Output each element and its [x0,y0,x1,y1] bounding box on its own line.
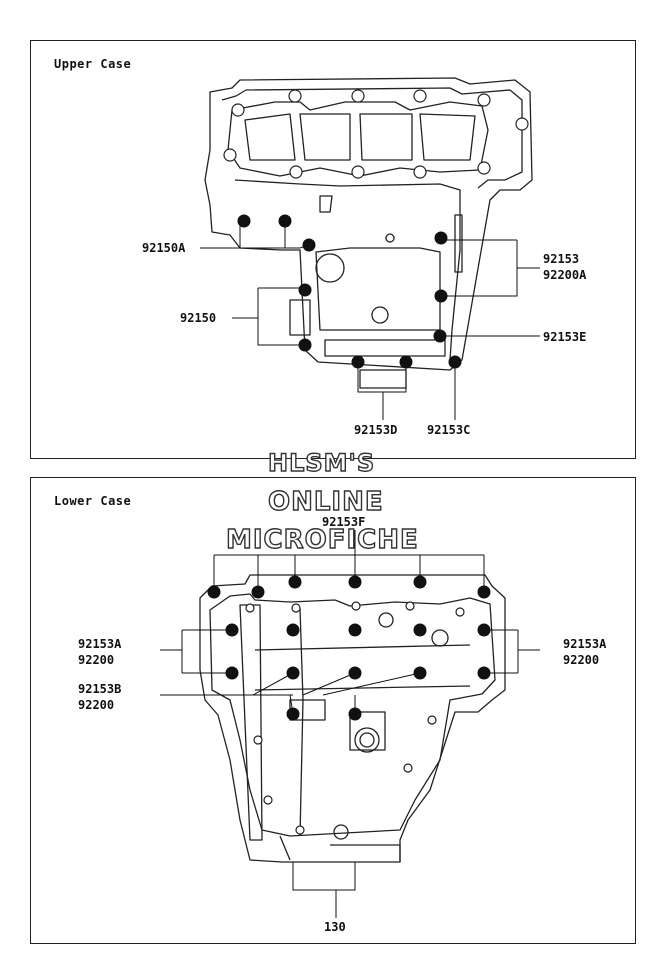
callout-right-92153A-92200[interactable]: 92153A 92200 [563,637,607,667]
callout-92153C[interactable]: 92153C [427,423,471,437]
callout-92153F[interactable]: 92153F [322,515,366,529]
callout-92153-92200A[interactable]: 92153 92200A [543,252,587,282]
callout-130[interactable]: 130 [324,920,346,934]
watermark-line-2: ONLINE [267,486,384,517]
callout-92150A[interactable]: 92150A [142,241,186,255]
watermark-line-3: MICROFICHE [225,524,419,555]
leader-lines [160,220,540,918]
bolt-markers [207,214,491,721]
lower-case-drawing [199,574,506,863]
callout-92153E[interactable]: 92153E [543,330,587,344]
upper-case-title: Upper Case [54,57,132,71]
callout-92150[interactable]: 92150 [180,311,217,325]
bolt-holes [223,89,529,835]
callout-left-92153B-92200[interactable]: 92153B 92200 [78,682,122,712]
callout-92153D[interactable]: 92153D [354,423,398,437]
callout-left-92153A-92200[interactable]: 92153A 92200 [78,637,122,667]
lower-case-title: Lower Case [54,494,132,508]
upper-case-drawing [204,77,533,389]
watermark-line-1: HLSM'S [267,448,376,477]
